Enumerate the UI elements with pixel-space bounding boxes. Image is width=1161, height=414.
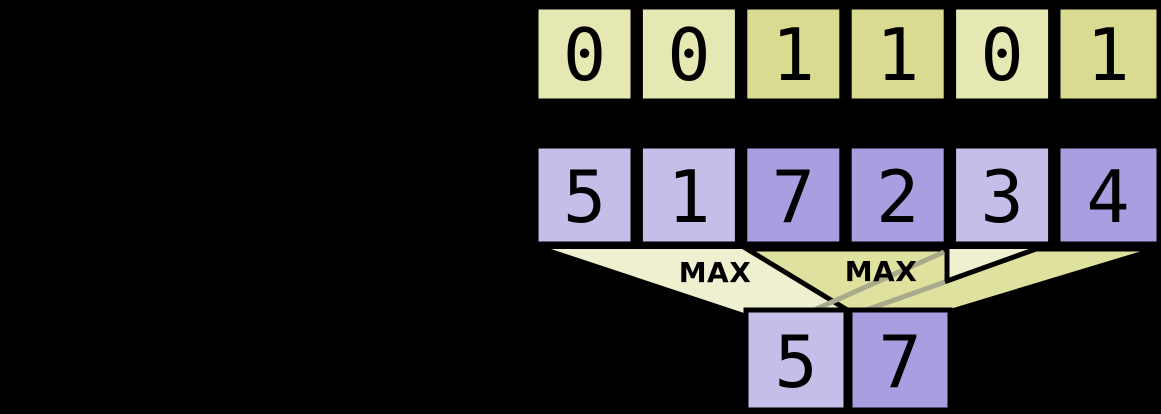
output-cell: [847, 307, 953, 413]
funnel-overlap-line-right: [865, 279, 946, 313]
mask-cell: [742, 4, 845, 104]
value-cell-value: 4: [1086, 155, 1129, 239]
output-cell-value: 7: [878, 320, 921, 404]
value-cell: [951, 143, 1054, 247]
mask-cell: [846, 4, 949, 104]
mask-cell: [533, 4, 636, 104]
mask-cell-value: 1: [772, 13, 815, 97]
output-cell-value: 5: [774, 320, 817, 404]
value-cell: [637, 143, 740, 247]
value-cell-value: 5: [563, 155, 606, 239]
value-cell-value: 3: [980, 155, 1023, 239]
value-cell-value: 7: [772, 155, 815, 239]
mask-row: 0 0 1 1 0 1: [533, 4, 1161, 104]
mask-cell-value: 1: [876, 13, 919, 97]
value-cell: [742, 143, 845, 247]
mask-cell-value: 0: [667, 13, 710, 97]
funnel-group: MAX MAX: [551, 246, 1158, 314]
value-cell-value: 1: [667, 155, 710, 239]
funnel-light-left-branch: [551, 249, 852, 313]
mask-cell: [637, 4, 740, 104]
output-cell: [743, 307, 849, 413]
output-row: 5 7: [743, 307, 953, 413]
mask-cell: [951, 4, 1054, 104]
value-cell: [533, 143, 636, 247]
values-row: 5 1 7 2 3 4: [533, 143, 1161, 247]
mask-cell-value: 1: [1086, 13, 1129, 97]
funnel-overlap-line-left: [812, 249, 946, 313]
mask-cell-value: 0: [563, 13, 606, 97]
value-cell: [1055, 143, 1161, 247]
mask-cell: [1055, 4, 1161, 104]
max-label-left: MAX: [679, 256, 752, 289]
value-cell-value: 2: [876, 155, 919, 239]
max-label-right: MAX: [845, 255, 918, 288]
value-cell: [846, 143, 949, 247]
mask-cell-value: 0: [980, 13, 1023, 97]
